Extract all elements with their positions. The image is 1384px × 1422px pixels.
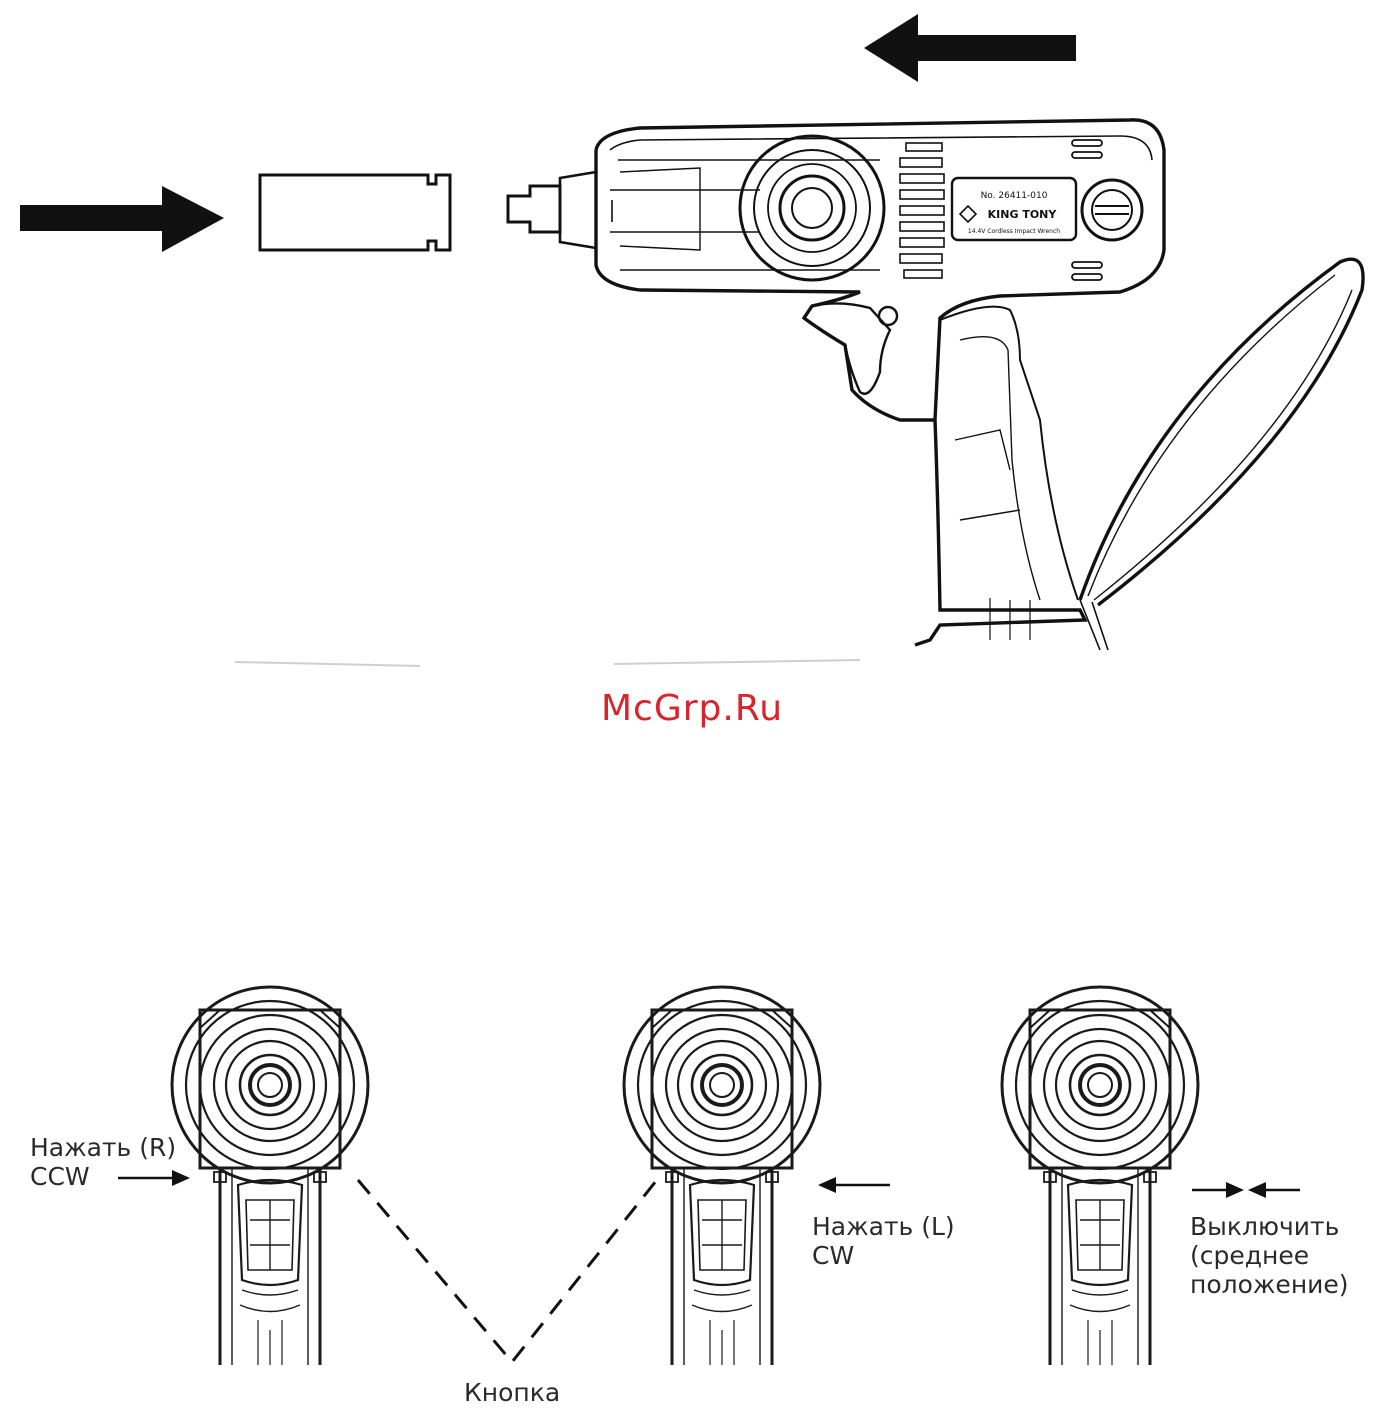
watermark: McGrp.Ru — [0, 688, 1384, 729]
divider — [235, 660, 860, 666]
push-left-arrow-icon — [818, 1177, 890, 1193]
off-label-line2: (среднее — [1190, 1241, 1309, 1271]
cw-label-line1: Нажать (L) — [812, 1212, 955, 1242]
ccw-label-line1: Нажать (R) — [30, 1133, 176, 1163]
tool-top-view-off — [1002, 987, 1198, 1365]
brand-name: KING TONY — [988, 208, 1058, 221]
insert-arrow-icon — [20, 186, 224, 252]
button-leader-lines — [358, 1176, 660, 1362]
model-number: No. 26411-010 — [981, 191, 1048, 201]
tool-top-view-ccw — [172, 987, 368, 1365]
socket-drawing — [260, 175, 450, 250]
direction-arrow-icon — [864, 14, 1076, 82]
push-right-arrow-icon — [118, 1170, 190, 1186]
ccw-label-line2: CCW — [30, 1162, 90, 1192]
neutral-arrows-icon — [1192, 1182, 1300, 1198]
off-label-line1: Выключить — [1190, 1212, 1339, 1242]
cw-label-line2: CW — [812, 1241, 854, 1271]
tool-top-view-cw — [624, 987, 820, 1365]
button-label: Кнопка — [464, 1378, 560, 1408]
impact-wrench-drawing — [508, 120, 1363, 650]
product-line: 14.4V Cordless Impact Wrench — [968, 228, 1060, 235]
off-label-line3: положение) — [1190, 1270, 1349, 1300]
brand-label-panel: No. 26411-010 KING TONY 14.4V Cordless I… — [960, 191, 1060, 235]
brand-logo-icon — [960, 206, 976, 222]
